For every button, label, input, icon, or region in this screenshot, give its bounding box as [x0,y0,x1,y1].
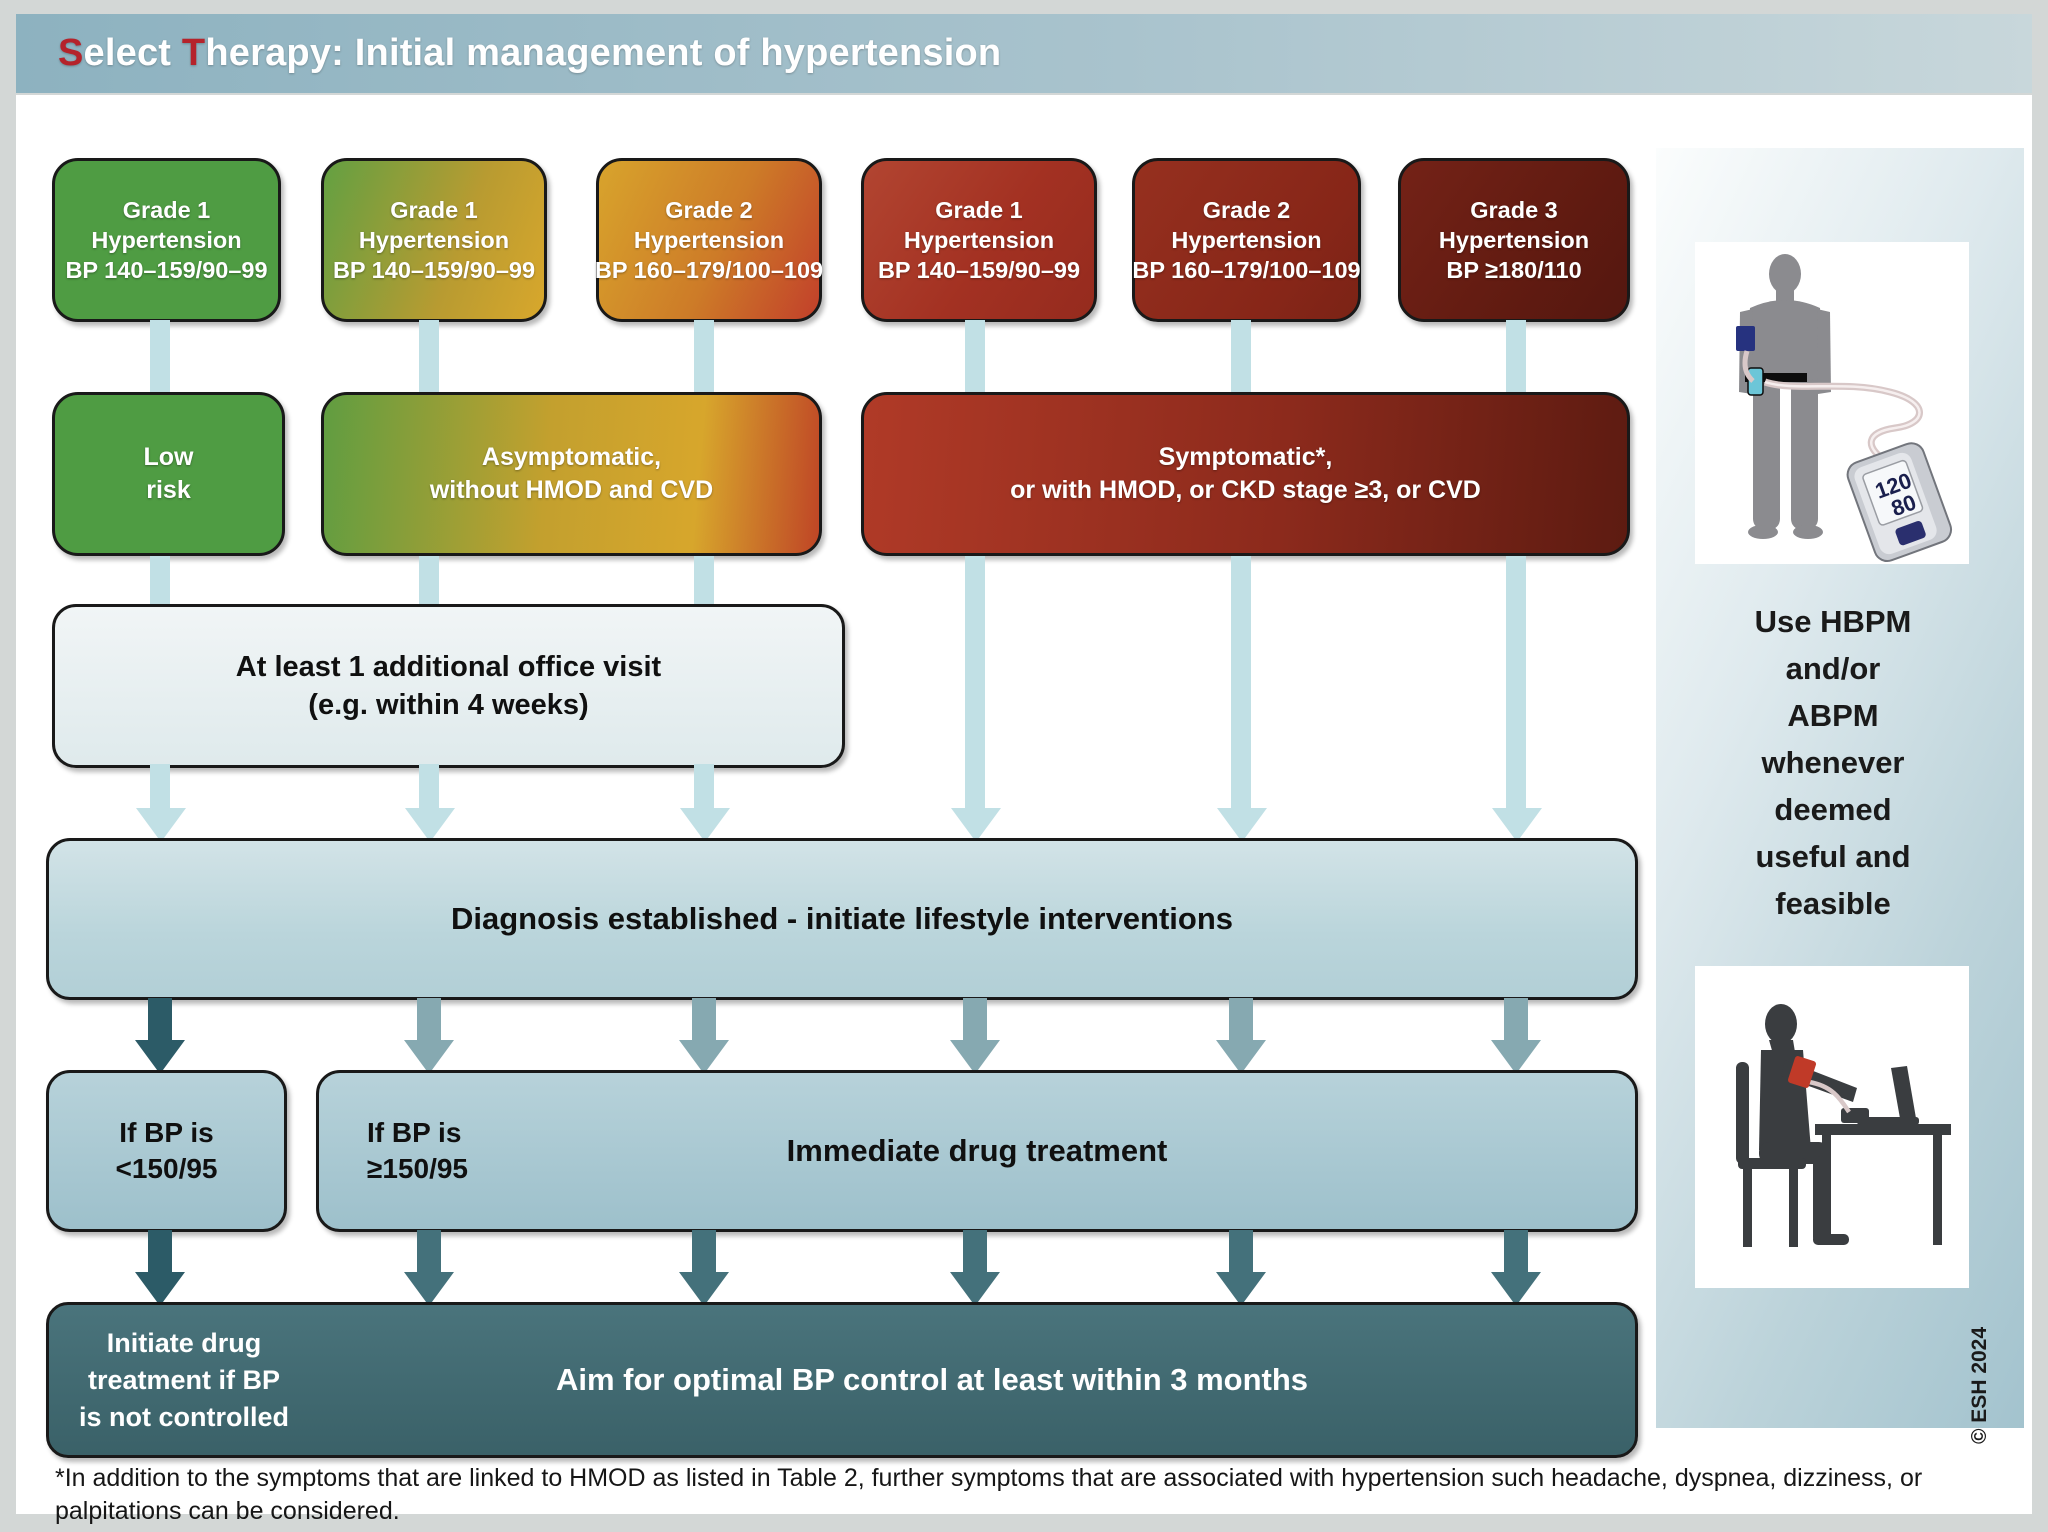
arm-cuff-icon [1787,1056,1817,1088]
abpm-illustration: 120 80 [1736,254,1953,563]
flow-arrowhead [135,1040,185,1074]
flow-arrow [965,556,985,808]
grade-box-5: Grade 2 Hypertension BP 160–179/100–109 [1132,158,1361,322]
office-visit-box: At least 1 additional office visit (e.g.… [52,604,845,768]
flow-arrow [419,320,439,394]
title-initial-s: S [58,32,84,74]
chair-seat [1738,1158,1806,1169]
flow-arrow [1504,1230,1528,1274]
flow-arrow [692,1230,716,1274]
desk [1815,1124,1951,1135]
flow-arrowhead [1492,808,1542,842]
laptop-base [1857,1117,1919,1125]
copyright-label: © ESH 2024 [1968,1326,1991,1444]
flow-arrow [694,320,714,394]
title-initial-t: T [181,32,206,74]
flow-arrowhead [950,1040,1000,1074]
flow-arrow [150,320,170,394]
flow-arrow [963,998,987,1042]
laptop-screen [1891,1066,1917,1124]
flow-arrow [417,1230,441,1274]
flow-arrowhead [404,1272,454,1306]
flow-arrow [1504,998,1528,1042]
low-risk-box: Low risk [52,392,285,556]
page-title: Select Therapy: Initial management of hy… [16,14,2032,93]
abpm-device-icon [1747,367,1764,396]
flow-arrowhead [1216,1040,1266,1074]
seated-person-silhouette [1736,1004,1951,1247]
flow-arrow [1229,1230,1253,1274]
flow-arrowhead [950,1272,1000,1306]
monitor-screen [1862,459,1924,526]
hbpm-illustration [1736,1004,1951,1247]
flow-arrow [1231,320,1251,394]
grade-box-4: Grade 1 Hypertension BP 140–159/90–99 [861,158,1097,322]
flow-arrow [963,1230,987,1274]
flow-arrow [1506,556,1526,808]
flow-arrow [148,1230,172,1274]
flow-arrow [419,556,439,604]
belt-icon [1745,373,1807,382]
grade-box-6: Grade 3 Hypertension BP ≥180/110 [1398,158,1630,322]
initiate-drug-label: Initiate drug treatment if BP is not con… [79,1327,290,1432]
flow-arrowhead [951,808,1001,842]
flow-arrowhead [135,1272,185,1306]
flow-arrow [148,998,172,1042]
flow-arrow [692,998,716,1042]
monitor-button [1895,521,1926,546]
immediate-treatment-box: If BP is ≥150/95 Immediate drug treatmen… [316,1070,1638,1232]
flow-arrowhead [679,1272,729,1306]
flow-arrow [1231,556,1251,808]
person-silhouette [1739,254,1831,539]
flow-arrow [1506,320,1526,394]
hbpm-illustration-panel [1695,966,1969,1288]
flow-arrow [1229,998,1253,1042]
bp-monitor-icon: 120 80 [1846,442,1953,563]
flow-arrowhead [1217,808,1267,842]
flow-arrowhead [405,808,455,842]
bp-control-goal-label: Aim for optimal BP control at least with… [555,1362,1309,1397]
flow-arrow [150,556,170,604]
bp-above-threshold-label: If BP is ≥150/95 [367,1117,469,1184]
flow-arrowhead [679,1040,729,1074]
asymptomatic-box: Asymptomatic, without HMOD and CVD [321,392,822,556]
flow-arrowhead [404,1040,454,1074]
flow-arrow [417,998,441,1042]
flow-arrowhead [1216,1272,1266,1306]
symptomatic-box: Symptomatic*, or with HMOD, or CKD stage… [861,392,1630,556]
flow-arrow [694,764,714,810]
outcome-box: Initiate drug treatment if BP is not con… [46,1302,1638,1458]
flow-arrowhead [680,808,730,842]
tube-icon [1808,1079,1851,1114]
flow-arrow [965,320,985,394]
sidebar-note: Use HBPM and/or ABPM whenever deemed use… [1754,604,1912,921]
abpm-illustration-panel: 120 80 [1695,242,1969,564]
flow-arrow [694,556,714,604]
immediate-treatment-label: Immediate drug treatment [786,1133,1168,1168]
flow-arrowhead [1491,1040,1541,1074]
grade-box-3: Grade 2 Hypertension BP 160–179/100–109 [595,158,823,322]
footnote: *In addition to the symptoms that are li… [55,1464,1923,1525]
flow-arrow [419,764,439,810]
flow-arrowhead [136,808,186,842]
grade-box-1: Grade 1 Hypertension BP 140–159/90–99 [52,158,281,322]
arm-cuff-icon [1736,326,1755,351]
grade-box-2: Grade 1 Hypertension BP 140–159/90–99 [321,158,547,322]
diagnosis-box: Diagnosis established - initiate lifesty… [46,838,1638,1000]
chair-back [1736,1062,1749,1164]
flow-arrow [150,764,170,810]
flow-arrowhead [1491,1272,1541,1306]
bp-below-threshold-box: If BP is <150/95 [46,1070,287,1232]
